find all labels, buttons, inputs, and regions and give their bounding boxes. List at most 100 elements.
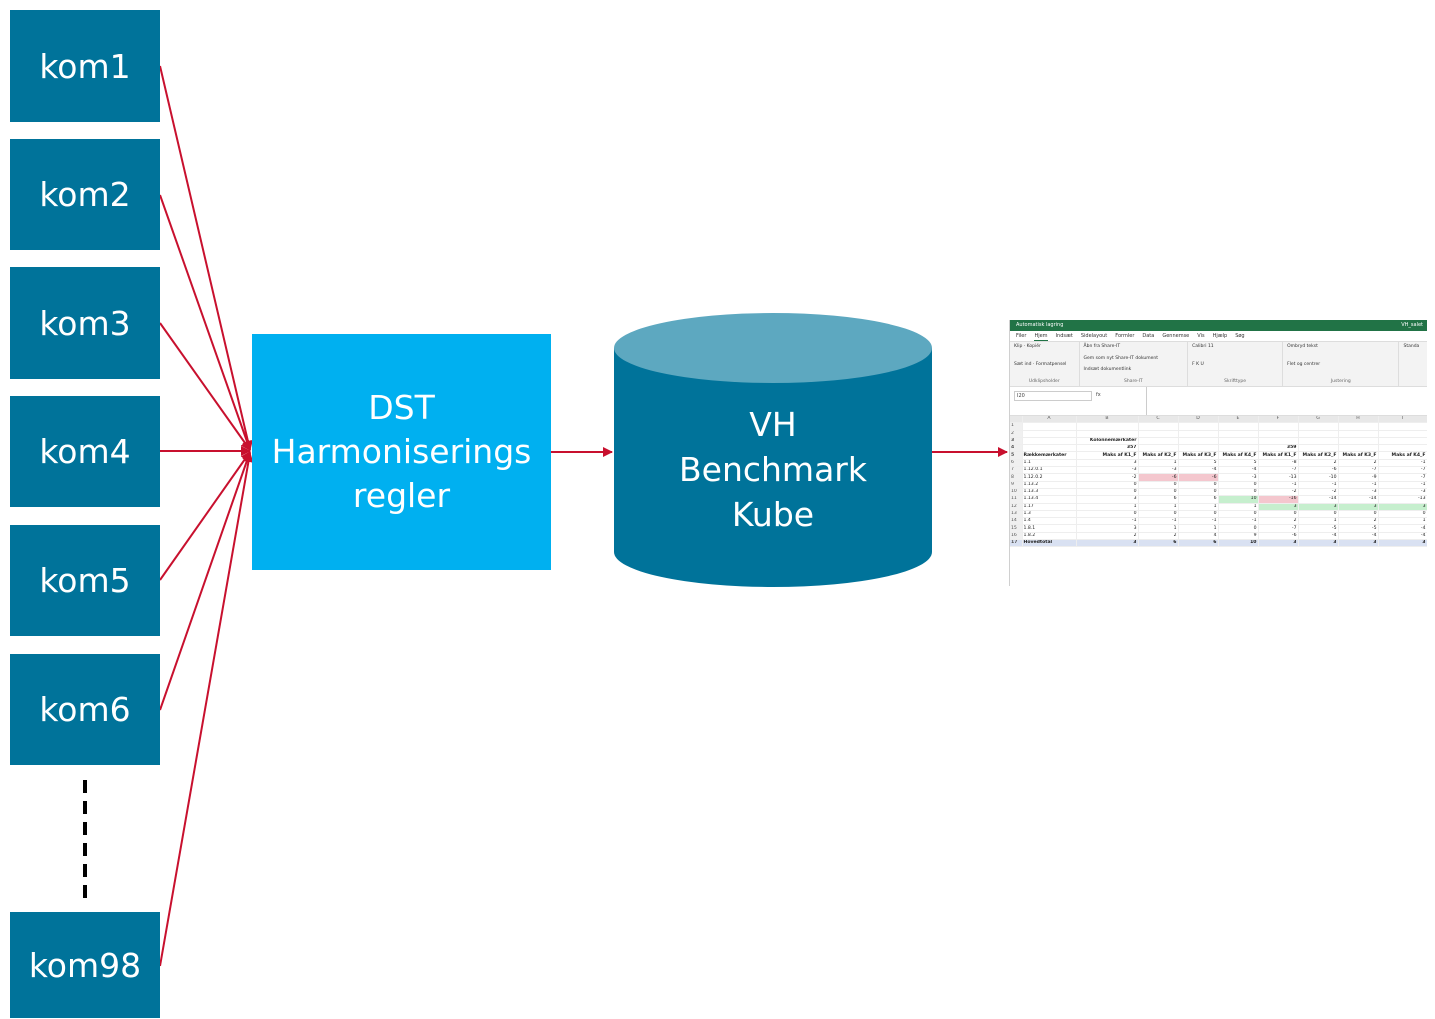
excel-cell: 3 <box>1338 503 1379 511</box>
excel-cell: -4 <box>1298 532 1339 541</box>
excel-cell <box>1298 444 1339 453</box>
excel-cell <box>1258 422 1299 431</box>
excel-cell: -7 <box>1338 466 1379 475</box>
excel-cell: 0 <box>1218 510 1259 519</box>
excel-cell: 6 <box>1178 539 1219 548</box>
arrow-kom2-to-harmonisering <box>159 194 252 451</box>
excel-cell: 3 <box>1076 539 1139 548</box>
excel-cell: -6 <box>1298 466 1339 475</box>
harmonisering-line1: DST <box>368 388 435 427</box>
ribbon-group-name: Skrifttype <box>1224 379 1247 384</box>
excel-cell: Maks af K3_F <box>1338 451 1379 460</box>
excel-cell: 1.13.4 <box>1022 495 1077 504</box>
source-label: kom1 <box>39 46 131 86</box>
excel-row-number: 12 <box>1010 503 1023 511</box>
excel-cell: -3 <box>1076 466 1139 475</box>
excel-cell: -3 <box>1338 488 1379 497</box>
excel-ribbon: Klip · Kopiér Sæt ind · Formatpensel Udk… <box>1010 342 1427 387</box>
excel-column-header <box>1010 416 1023 424</box>
excel-cell <box>1076 430 1139 438</box>
source-box-kom5: kom5 <box>10 525 160 636</box>
excel-cell <box>1378 444 1427 453</box>
ribbon-item: Standa <box>1403 344 1420 349</box>
ribbon-group-shareit: Åbn fra Share-IT Gem som nyt Share-IT do… <box>1080 342 1189 386</box>
excel-cell <box>1338 422 1379 431</box>
excel-cell: -1 <box>1258 481 1299 489</box>
excel-cell: 1 <box>1076 503 1139 511</box>
excel-row-number: 5 <box>1010 451 1023 460</box>
excel-cell: 6 <box>1178 495 1219 504</box>
arrow-kom6-to-harmonisering <box>159 451 252 711</box>
excel-cell <box>1138 437 1179 446</box>
excel-cell: -3 <box>1218 473 1259 482</box>
excel-cell: 1 <box>1298 517 1339 526</box>
excel-menu: Filer Hjem Indsæt Sidelayout Formler Dat… <box>1010 331 1427 342</box>
source-box-kom98: kom98 <box>10 912 160 1018</box>
excel-cell: 1.17 <box>1022 503 1077 511</box>
excel-cell: 1 <box>1218 503 1259 511</box>
excel-cell: 2 <box>1298 459 1339 468</box>
excel-cell: -1 <box>1076 517 1139 526</box>
excel-cell: 5 <box>1218 459 1259 468</box>
excel-cell <box>1218 422 1259 431</box>
excel-cell: 3 <box>1076 495 1139 504</box>
excel-screenshot: Automatisk lagring VH_salet Filer Hjem I… <box>1009 320 1427 586</box>
excel-cell: 1 <box>1138 503 1179 511</box>
excel-cell: 1.12.0.1 <box>1022 466 1077 475</box>
excel-cell: Rækkemærkater <box>1022 451 1077 460</box>
excel-cell: -6 <box>1178 473 1219 482</box>
excel-cell: -2 <box>1298 488 1339 497</box>
excel-cell: -13 <box>1378 495 1427 504</box>
excel-titlebar: Automatisk lagring VH_salet <box>1010 320 1427 331</box>
excel-cell: -14 <box>1298 495 1339 504</box>
excel-cell: -4 <box>1178 466 1219 475</box>
excel-row-number: 2 <box>1010 430 1023 438</box>
excel-cell: 0 <box>1338 510 1379 519</box>
excel-cell: 0 <box>1378 510 1427 519</box>
excel-cell: 1.3 <box>1022 510 1077 519</box>
excel-namebox: I20 <box>1014 391 1092 401</box>
arrow-kom98-to-harmonisering <box>159 452 254 967</box>
source-box-kom4: kom4 <box>10 396 160 507</box>
excel-column-header: B <box>1076 416 1139 424</box>
harmonisering-line3: regler <box>352 476 451 515</box>
excel-cell: -10 <box>1298 473 1339 482</box>
excel-cell <box>1298 437 1339 446</box>
excel-cell: -6 <box>1258 532 1299 541</box>
excel-cell: -1 <box>1298 481 1339 489</box>
excel-menu-item: Indsæt <box>1055 333 1073 339</box>
excel-cell: 0 <box>1178 488 1219 497</box>
excel-cell: -4 <box>1338 532 1379 541</box>
source-label: kom2 <box>39 175 131 214</box>
kube-line3: Kube <box>731 495 815 534</box>
ribbon-group-name: Justering <box>1330 379 1351 384</box>
ribbon-item: F K U <box>1192 361 1204 367</box>
excel-cell: -8 <box>1258 459 1299 468</box>
excel-cell: 1.13.3 <box>1022 488 1077 497</box>
excel-cell: -1 <box>1218 517 1259 526</box>
excel-cell: -7 <box>1258 466 1299 475</box>
excel-cell <box>1338 444 1379 453</box>
excel-cell: 0 <box>1076 488 1139 497</box>
excel-cell: -1 <box>1378 481 1427 489</box>
excel-column-header: H <box>1338 416 1379 424</box>
arrow-kom1-to-harmonisering <box>159 65 253 451</box>
excel-cell <box>1298 422 1339 431</box>
excel-cell: -1 <box>1338 481 1379 489</box>
ribbon-group-clipboard: Klip · Kopiér Sæt ind · Formatpensel Udk… <box>1010 342 1080 386</box>
excel-cell: 2 <box>1338 459 1379 468</box>
excel-menu-item: Filer <box>1016 333 1027 339</box>
excel-cell: 3 <box>1258 503 1299 511</box>
kube-line2: Benchmark <box>679 450 867 489</box>
ribbon-item: Calibri <box>1192 344 1207 349</box>
excel-cell: -7 <box>1378 473 1427 482</box>
excel-cell <box>1258 437 1299 446</box>
excel-cell: 1 <box>1138 459 1179 468</box>
ribbon-item: Ombryd tekst <box>1287 344 1318 349</box>
excel-cell: 1.13.2 <box>1022 481 1077 489</box>
